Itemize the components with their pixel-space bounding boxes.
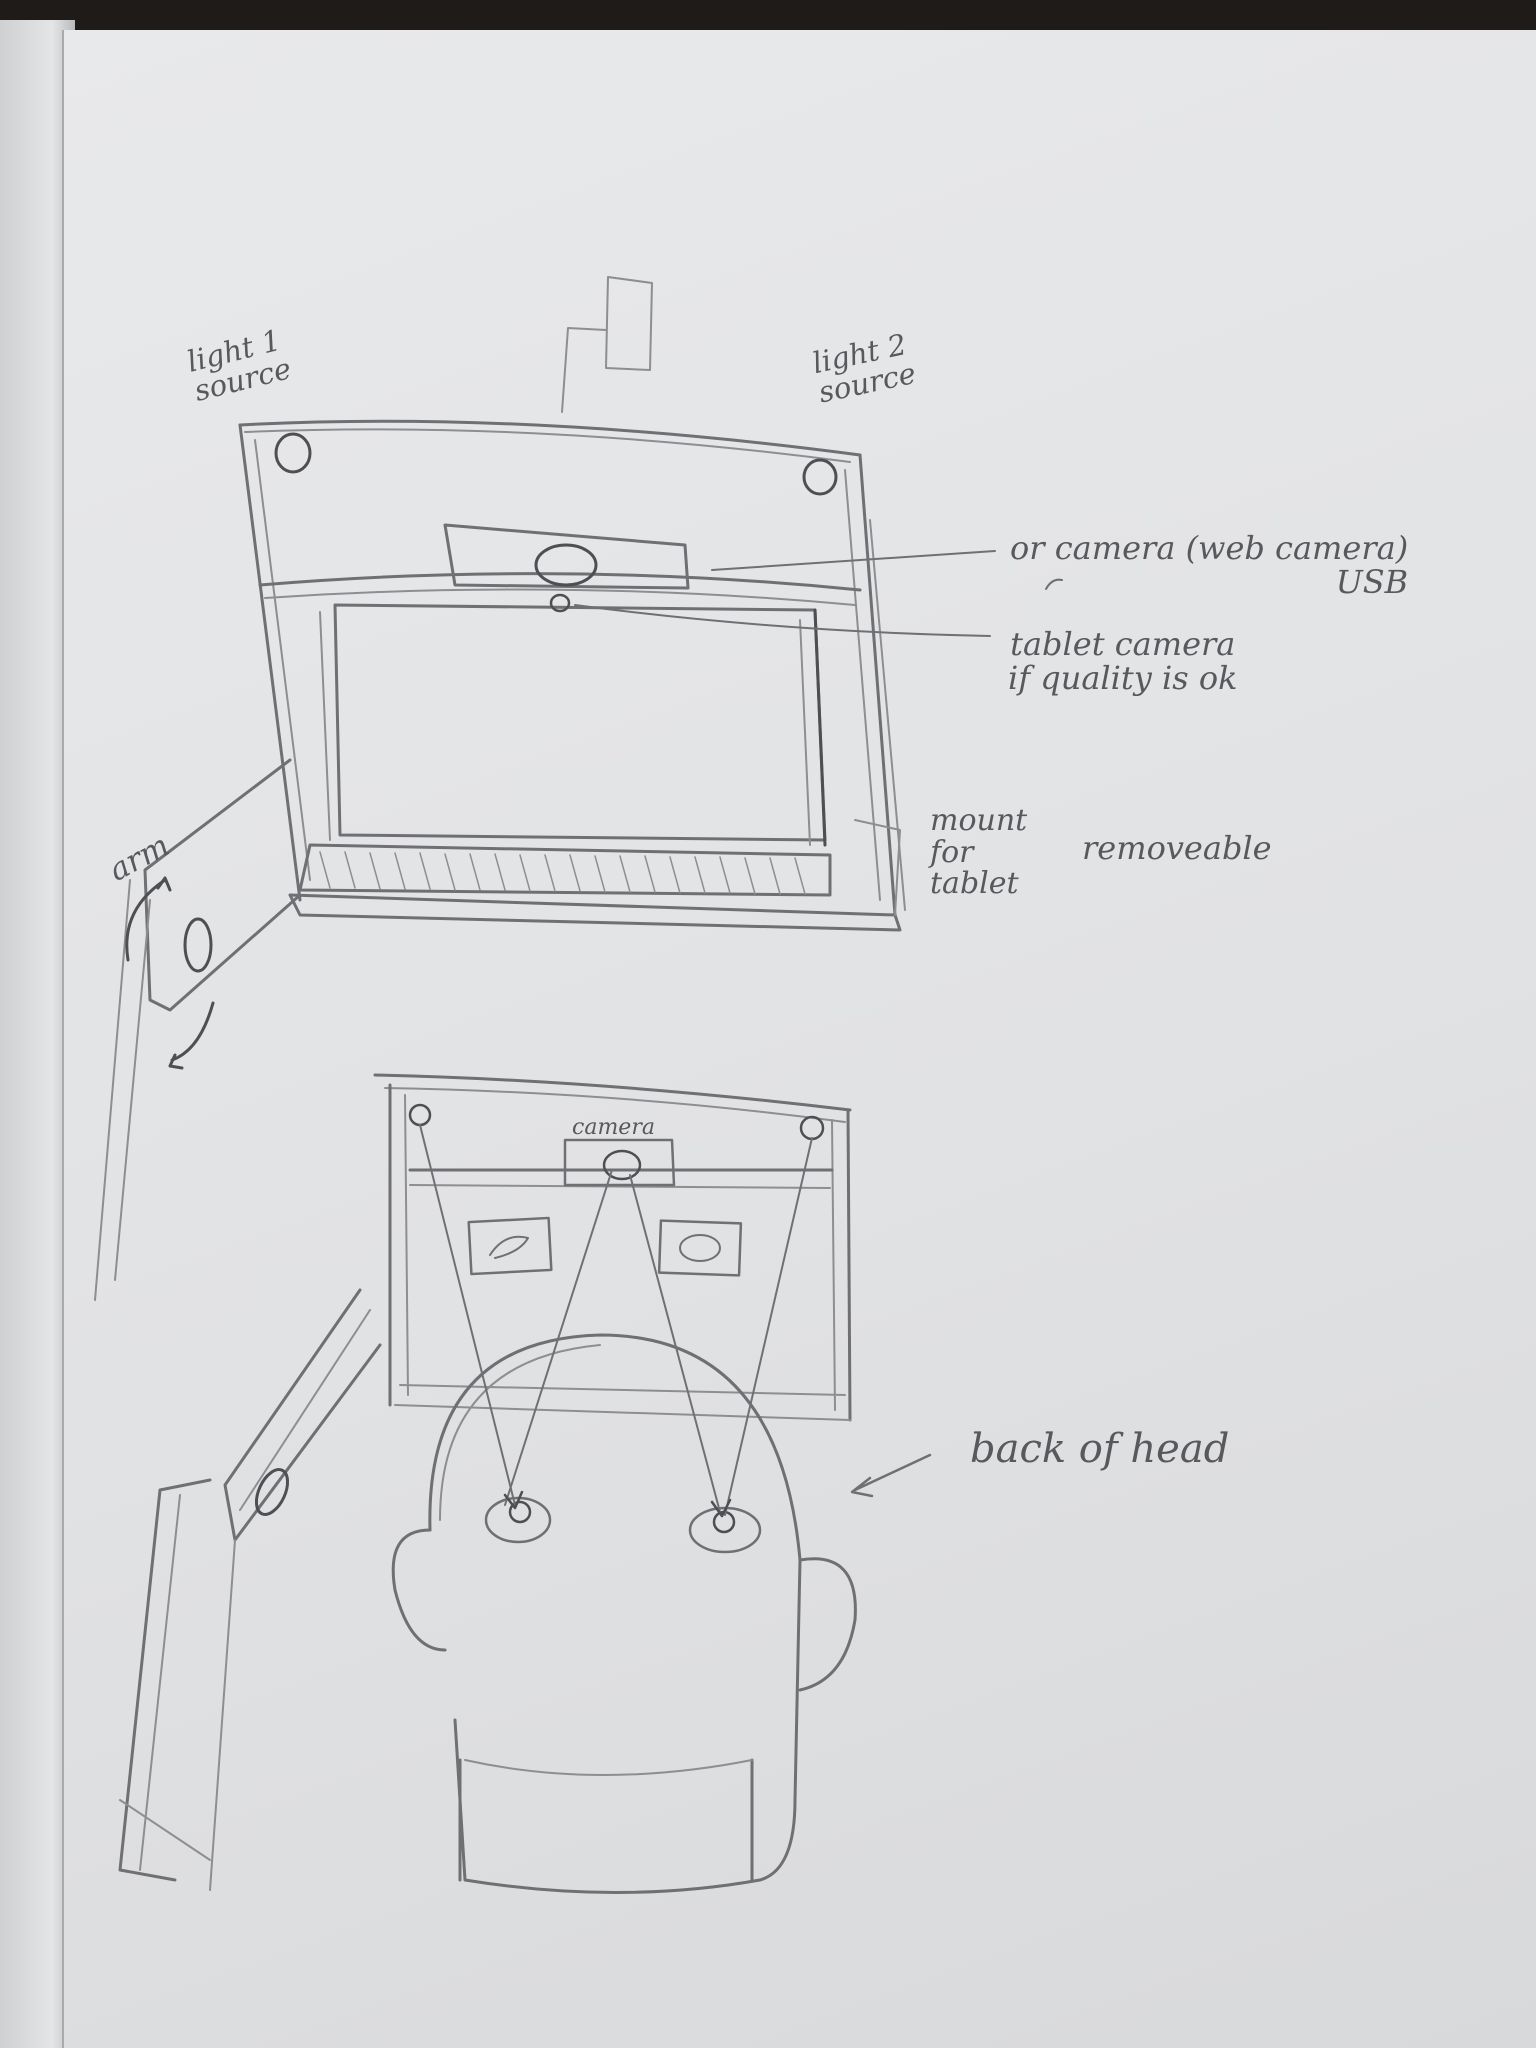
label-camera: camera <box>572 1116 655 1139</box>
bracket-sketch <box>562 277 652 412</box>
label-mount-for-tablet: mount for tablet <box>930 805 1027 900</box>
label-tablet-camera: tablet camera if quality is ok <box>1008 628 1237 695</box>
back-of-head-arrow <box>855 1455 930 1490</box>
light-2-bottom <box>801 1117 823 1139</box>
top-device-frame <box>240 421 905 930</box>
label-web-camera: or camera (web camera) USB <box>1010 532 1408 599</box>
light-1-circle <box>276 434 310 472</box>
light-2-circle <box>804 460 836 494</box>
label-removeable: removeable <box>1082 832 1272 866</box>
light-rays <box>420 1125 812 1515</box>
light-1-bottom <box>410 1105 430 1125</box>
top-camera-module <box>445 525 688 611</box>
label-back-of-head: back of head <box>970 1428 1229 1470</box>
top-arm <box>95 760 300 1300</box>
bottom-camera-module <box>565 1140 674 1185</box>
bottom-arm <box>120 1290 380 1890</box>
